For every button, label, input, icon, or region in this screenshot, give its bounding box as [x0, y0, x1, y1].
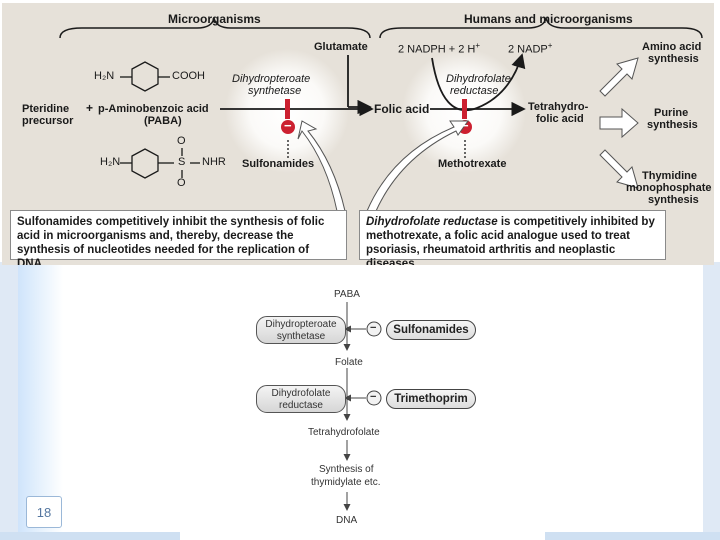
caption-sulfonamides: Sulfonamides competitively inhibit the s… — [10, 210, 347, 265]
flowchart-graphics — [343, 302, 382, 511]
inhibit-bar-left — [285, 99, 290, 119]
label-sulfonamides: Sulfonamides — [242, 158, 315, 170]
flow-paba: PABA — [334, 289, 360, 300]
drug-trimethoprim: Trimethoprim — [386, 389, 476, 409]
minus-glyph-left: − — [284, 118, 292, 133]
flow-synthesis-2: thymidylate etc. — [311, 477, 381, 488]
label-methotrexate: Methotrexate — [438, 158, 507, 170]
label-o-bottom: O — [177, 177, 186, 189]
label-cooh: COOH — [172, 70, 205, 82]
label-thf-1: Tetrahydro- — [528, 101, 589, 113]
brace-microorganisms — [59, 17, 371, 39]
label-dfr-1: Dihydrofolate — [446, 73, 511, 85]
label-humans-microorganisms: Humans and microorganisms — [464, 12, 633, 26]
label-plus: + — [86, 101, 94, 115]
label-s: S — [178, 156, 186, 168]
label-thymidine-1: Thymidine — [642, 170, 698, 182]
folate-pathway-figure: Microorganisms Humans and microorganisms… — [2, 3, 714, 265]
minus-glyph-trimeth: − — [370, 391, 377, 403]
arrow-to-amino — [599, 57, 639, 97]
paba-ring — [131, 61, 159, 92]
label-microorganisms: Microorganisms — [168, 12, 261, 26]
label-nhr: NHR — [202, 156, 226, 168]
inhibit-bar-right — [462, 99, 467, 119]
callout-arrow-left — [297, 120, 346, 212]
label-thymidine-2: monophosphate — [626, 182, 712, 194]
left-gradient-band — [18, 262, 63, 540]
label-paba-2: (PABA) — [144, 115, 182, 127]
top-figure-graphics — [59, 17, 703, 212]
label-dfr-2: reductase — [450, 85, 499, 97]
label-paba-1: p-Aminobenzoic acid — [98, 103, 209, 115]
label-purine-1: Purine — [654, 107, 689, 119]
flow-tetrahydrofolate: Tetrahydrofolate — [308, 427, 380, 438]
label-h2n-paba: H₂N — [94, 70, 115, 82]
caption-dhfr: Dihydrofolate reductase is competitively… — [359, 210, 666, 265]
label-amino-2: synthesis — [648, 53, 699, 65]
flow-folate: Folate — [335, 357, 363, 368]
label-thf-2: folic acid — [536, 113, 584, 125]
sulfonamide-ring — [131, 148, 159, 179]
minus-glyph-sulfa: − — [370, 322, 377, 334]
label-thymidine-3: synthesis — [648, 194, 699, 206]
label-purine-2: synthesis — [647, 119, 698, 131]
right-decor-stripe — [703, 262, 720, 540]
callout-arrow-right — [366, 120, 469, 212]
flow-synthesis-1: Synthesis of — [319, 464, 374, 475]
drug-sulfonamides: Sulfonamides — [386, 320, 476, 340]
label-dps-1: Dihydropteroate — [232, 73, 311, 85]
label-h2n-sulfa: H₂N — [100, 156, 121, 168]
label-folic-acid: Folic acid — [374, 102, 430, 116]
left-decor-stripe — [0, 262, 18, 540]
label-glutamate: Glutamate — [314, 41, 368, 53]
label-pteridine-2: precursor — [22, 115, 74, 127]
arrow-to-purine — [599, 107, 639, 139]
minus-glyph-right: − — [461, 118, 469, 133]
arrow-nadph-cycle — [431, 53, 526, 112]
label-nadp: 2 NADP+ — [508, 41, 553, 56]
label-o-top: O — [177, 135, 186, 147]
label-dps-2: synthetase — [248, 85, 302, 97]
minus-circle-sulfa — [366, 321, 382, 337]
label-nadph: 2 NADPH + 2 H+ — [398, 41, 481, 56]
minus-circle-trimeth — [366, 390, 382, 406]
slide-page-number: 18 — [26, 496, 62, 528]
label-pteridine-1: Pteridine — [22, 103, 70, 115]
flow-dna: DNA — [336, 515, 358, 526]
minus-circle-left — [281, 120, 295, 134]
label-amino-1: Amino acid — [642, 41, 702, 53]
brace-humans — [379, 17, 703, 39]
arrow-to-thymidine — [599, 149, 639, 189]
